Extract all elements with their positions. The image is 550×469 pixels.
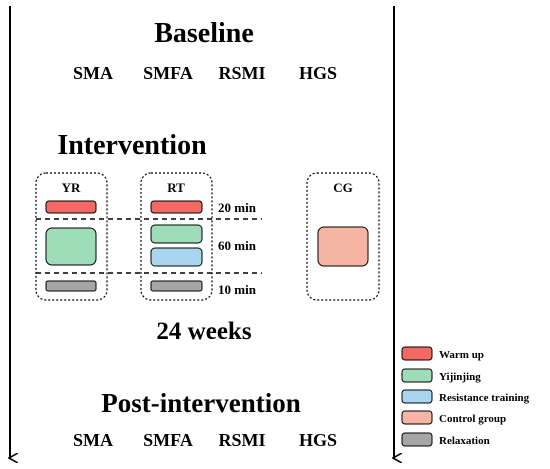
post-measure-smfa: SMFA: [143, 430, 193, 450]
legend-label-control: Control group: [439, 413, 506, 425]
rt-yijinjing-block: [150, 224, 203, 244]
baseline-measure-rsmi: RSMI: [218, 63, 265, 83]
group-label-rt: RT: [167, 180, 185, 195]
legend-swatch-resistance: [401, 389, 433, 404]
legend-swatch-warmup: [401, 346, 433, 361]
post-measure-rsmi: RSMI: [218, 430, 265, 450]
baseline-measure-smfa: SMFA: [143, 63, 193, 83]
intervention-title: Intervention: [57, 130, 207, 161]
legend-label-yijinjing: Yijinjing: [439, 371, 481, 383]
yr-relaxation-block: [45, 280, 97, 292]
rt-relaxation-block: [150, 280, 203, 292]
legend-label-warmup: Warm up: [439, 349, 484, 361]
group-rt-container: [140, 172, 213, 301]
legend-swatch-yijinjing: [401, 368, 433, 383]
duration-warmup: 20 min: [218, 200, 257, 215]
group-yr-container: [35, 172, 108, 301]
rt-warmup-block: [150, 200, 203, 214]
yr-yijinjing-block: [45, 227, 97, 266]
legend-swatch-relaxation: [401, 432, 433, 447]
rt-resistance-block: [150, 247, 203, 267]
baseline-measure-hgs: HGS: [299, 63, 337, 83]
post-intervention-title: Post-intervention: [101, 388, 300, 418]
cg-control-block: [317, 226, 369, 267]
baseline-title: Baseline: [154, 18, 254, 49]
duration-relaxation: 10 min: [218, 282, 257, 297]
group-label-yr: YR: [62, 180, 81, 195]
legend: Warm up Yijinjing Resistance training Co…: [401, 346, 530, 447]
baseline-measure-sma: SMA: [73, 63, 113, 83]
legend-swatch-control: [401, 410, 433, 425]
group-label-cg: CG: [333, 180, 353, 195]
post-measure-hgs: HGS: [299, 430, 337, 450]
legend-label-resistance: Resistance training: [439, 392, 530, 404]
group-cg-container: [306, 172, 380, 301]
duration-main: 60 min: [218, 238, 257, 253]
post-measure-sma: SMA: [73, 430, 113, 450]
intervention-period: 24 weeks: [156, 318, 251, 345]
legend-label-relaxation: Relaxation: [439, 435, 490, 447]
yr-warmup-block: [45, 200, 97, 214]
